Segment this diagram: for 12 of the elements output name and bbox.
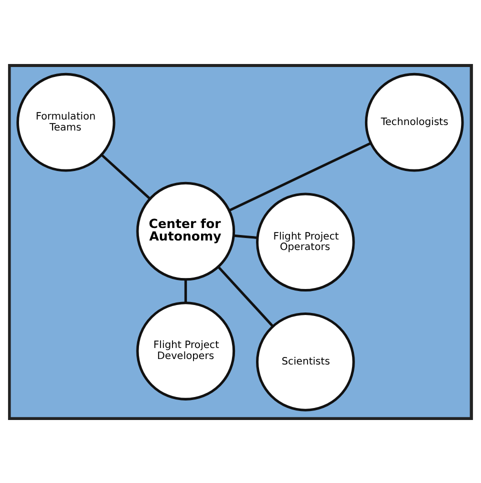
node-circle: Technologists	[364, 72, 464, 172]
node-circle: Flight Project Operators	[256, 192, 355, 292]
connector	[217, 266, 274, 327]
connector	[100, 154, 151, 199]
node-circle: Flight Project Developers	[136, 301, 236, 400]
node-circle: Formulation Teams	[16, 72, 116, 172]
connector	[184, 279, 187, 302]
cluster	[10, 66, 470, 417]
node-circle: Scientists	[256, 312, 355, 411]
node-circle: Center for Autonomy	[136, 181, 236, 280]
connector	[234, 234, 258, 239]
connector	[228, 142, 372, 212]
